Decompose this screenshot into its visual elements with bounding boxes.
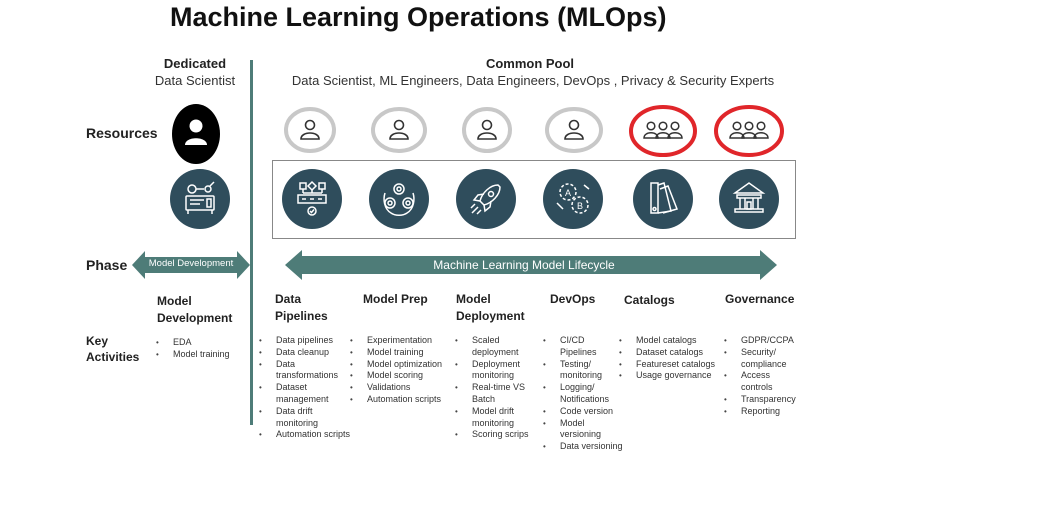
governance-team-icon xyxy=(713,104,785,158)
ab-gears-icon: A B xyxy=(543,169,603,229)
list-item: Security/ compliance xyxy=(724,347,804,371)
model-deployment-person-icon xyxy=(462,107,512,153)
list-item: Model optimization xyxy=(350,359,450,371)
list-item: Scoring scrips xyxy=(455,429,537,441)
rocket-icon xyxy=(456,169,516,229)
activities-governance: GDPR/CCPA Security/ compliance Access co… xyxy=(724,335,804,418)
common-pool-subtitle: Data Scientist, ML Engineers, Data Engin… xyxy=(291,73,775,88)
pipeline-machine-icon xyxy=(170,169,230,229)
list-item: Dataset catalogs xyxy=(619,347,719,359)
list-item: Validations xyxy=(350,382,450,394)
list-item: Model training xyxy=(156,349,246,361)
list-item: Model drift monitoring xyxy=(455,406,537,430)
list-item: Featureset catalogs xyxy=(619,359,719,371)
list-item: Transparency xyxy=(724,394,804,406)
svg-text:A: A xyxy=(565,188,571,198)
column-title-model-deployment: Model Deployment xyxy=(456,292,525,323)
activities-model-development: EDA Model training xyxy=(156,337,246,361)
list-item: Logging/ Notifications xyxy=(543,382,623,406)
list-item: Model scoring xyxy=(350,370,450,382)
ml-lifecycle-arrow-label: Machine Learning Model Lifecycle xyxy=(433,258,615,272)
common-pool-title: Common Pool xyxy=(485,56,575,71)
list-item: Testing/ monitoring xyxy=(543,359,623,383)
list-item: EDA xyxy=(156,337,246,349)
dedicated-scientist-person-icon xyxy=(172,104,220,164)
catalogs-team-icon xyxy=(628,104,698,158)
page-title: Machine Learning Operations (MLOps) xyxy=(170,2,667,32)
activities-model-deployment: Scaled deployment Deployment monitoring … xyxy=(455,335,537,441)
gears-cycle-icon xyxy=(369,169,429,229)
list-item: GDPR/CCPA xyxy=(724,335,804,347)
list-item: CI/CD Pipelines xyxy=(543,335,623,359)
list-item: Data drift monitoring xyxy=(259,406,351,430)
list-item: Model catalogs xyxy=(619,335,719,347)
column-title-model-development: Model Development xyxy=(157,294,233,325)
data-pipelines-person-icon xyxy=(284,107,336,153)
column-separator xyxy=(250,60,253,425)
list-item: Dataset management xyxy=(259,382,351,406)
resources-label: Resources xyxy=(86,125,158,141)
column-title-devops: DevOps xyxy=(550,292,596,306)
list-item: Deployment monitoring xyxy=(455,359,537,383)
dedicated-title: Dedicated xyxy=(163,56,227,71)
list-item: Automation scripts xyxy=(350,394,450,406)
list-item: Model versioning xyxy=(543,418,623,442)
list-item: Data cleanup xyxy=(259,347,351,359)
list-item: Access controls xyxy=(724,370,804,394)
column-title-governance: Governance xyxy=(725,292,795,306)
list-item: Real-time VS Batch xyxy=(455,382,537,406)
model-development-arrow-label: Model Development xyxy=(148,258,234,269)
ml-lifecycle-arrow xyxy=(285,250,777,280)
svg-text:B: B xyxy=(577,201,583,211)
model-development-arrow xyxy=(132,251,250,279)
list-item: Usage governance xyxy=(619,370,719,382)
key-activities-label: Key Activities xyxy=(86,334,140,364)
lifecycle-icon-frame xyxy=(272,160,796,239)
bank-building-icon xyxy=(719,169,779,229)
list-item: Data pipelines xyxy=(259,335,351,347)
list-item: Data transformations xyxy=(259,359,351,383)
activities-devops: CI/CD Pipelines Testing/ monitoring Logg… xyxy=(543,335,623,453)
list-item: Automation scripts xyxy=(259,429,351,441)
list-item: Data versioning xyxy=(543,441,623,453)
list-item: Scaled deployment xyxy=(455,335,537,359)
column-title-catalogs: Catalogs xyxy=(624,293,675,307)
swatch-fan-icon xyxy=(633,169,693,229)
list-item: Reporting xyxy=(724,406,804,418)
activities-catalogs: Model catalogs Dataset catalogs Features… xyxy=(619,335,719,382)
column-title-data-pipelines: Data Pipelines xyxy=(275,292,328,323)
column-title-model-prep: Model Prep xyxy=(363,292,428,306)
phase-label: Phase xyxy=(86,257,128,273)
activities-model-prep: Experimentation Model training Model opt… xyxy=(350,335,450,406)
list-item: Experimentation xyxy=(350,335,450,347)
devops-person-icon xyxy=(545,107,603,153)
activities-data-pipelines: Data pipelines Data cleanup Data transfo… xyxy=(259,335,351,441)
dedicated-subtitle: Data Scientist xyxy=(154,73,236,88)
list-item: Code version xyxy=(543,406,623,418)
list-item: Model training xyxy=(350,347,450,359)
model-prep-person-icon xyxy=(371,107,427,153)
flowchart-icon xyxy=(282,169,342,229)
